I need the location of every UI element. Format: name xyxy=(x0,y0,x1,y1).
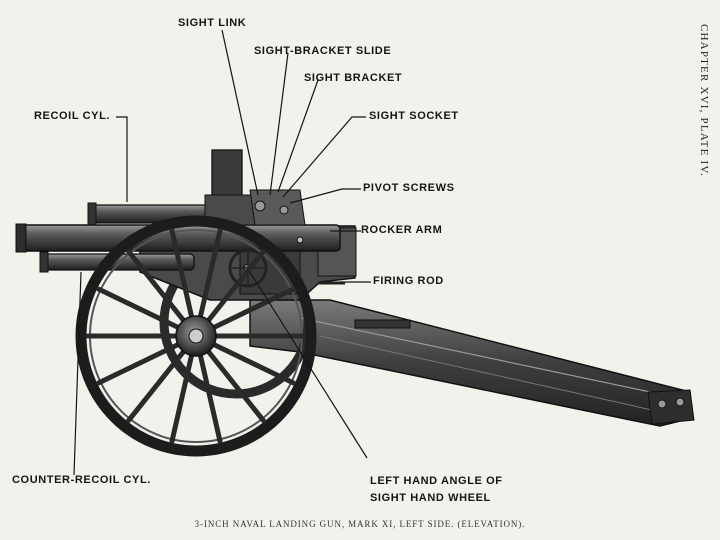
wheel-spoke xyxy=(169,228,195,321)
label-left-hand-angle: LEFT HAND ANGLE OF SIGHT HAND WHEEL xyxy=(370,473,503,507)
wheel-spoke xyxy=(197,228,223,321)
wheel-spoke xyxy=(126,249,188,325)
wheel-spoke xyxy=(126,347,188,423)
trail xyxy=(249,299,695,427)
wheel-spoke xyxy=(96,286,183,331)
label-rocker-arm: ROCKER ARM xyxy=(361,224,443,236)
leader-counter-recoil-cyl xyxy=(73,271,82,476)
wheel-spoke xyxy=(204,347,266,423)
label-left-hand-angle-line1: LEFT HAND ANGLE OF xyxy=(370,475,503,487)
label-counter-recoil-cyl: COUNTER-RECOIL CYL. xyxy=(12,474,151,486)
leader-pivot-screws xyxy=(289,188,361,204)
leader-left-hand-angle xyxy=(249,271,368,459)
wheel-spoke xyxy=(204,249,266,325)
leader-lines xyxy=(73,29,371,476)
leader-sight-link xyxy=(221,29,259,196)
leader-sight-bracket-slide xyxy=(269,52,289,196)
label-recoil-cyl: RECOIL CYL. xyxy=(34,110,111,122)
trail-spade xyxy=(647,389,695,425)
leader-sight-bracket xyxy=(277,79,319,193)
label-pivot-screws: PIVOT SCREWS xyxy=(363,182,455,194)
leader-sight-socket xyxy=(282,116,366,198)
wheel-spoke xyxy=(209,341,296,386)
wheel-spoke xyxy=(96,341,183,386)
label-sight-bracket: SIGHT BRACKET xyxy=(304,72,403,84)
wheel-spoke xyxy=(209,286,296,331)
label-sight-socket: SIGHT SOCKET xyxy=(369,110,459,122)
label-left-hand-angle-line2: SIGHT HAND WHEEL xyxy=(370,492,491,504)
plate-caption: 3-INCH NAVAL LANDING GUN, MARK XI, LEFT … xyxy=(194,519,526,529)
plate-header: CHAPTER XVI, PLATE IV. xyxy=(698,24,710,178)
wheel-spoke xyxy=(197,351,223,444)
near-wheel xyxy=(75,215,317,457)
label-sight-link: SIGHT LINK xyxy=(178,17,247,29)
wheel-spoke xyxy=(169,351,195,444)
label-sight-bracket-slide: SIGHT-BRACKET SLIDE xyxy=(254,45,392,57)
label-firing-rod: FIRING ROD xyxy=(373,275,444,287)
leader-recoil-cyl xyxy=(116,116,128,202)
